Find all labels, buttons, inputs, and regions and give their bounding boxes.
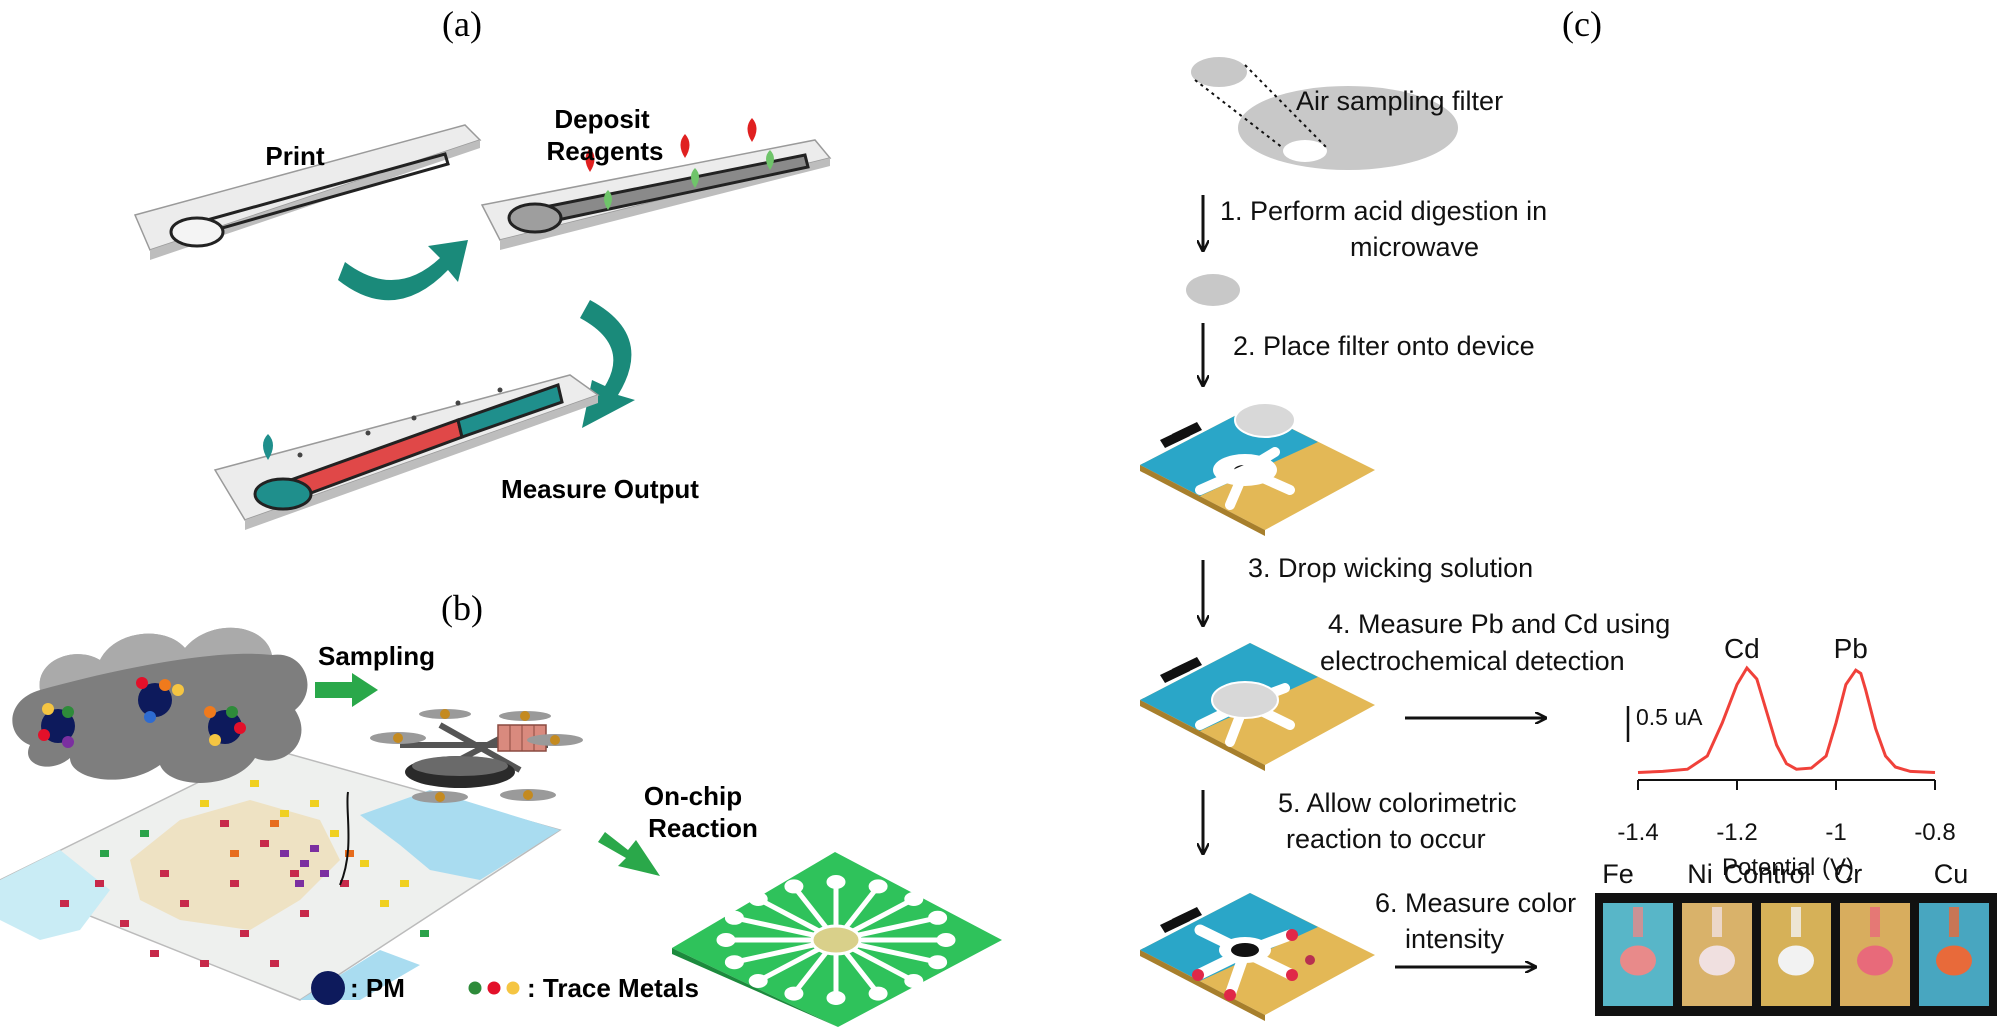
chart-x-tick-label: -0.8 xyxy=(1914,819,1955,846)
scale-bar-label: 0.5 uA xyxy=(1636,704,1703,730)
step1-line2: microwave xyxy=(1350,232,1479,262)
chip-detection-zone xyxy=(928,910,948,925)
chip-detection-zone xyxy=(748,891,768,906)
swatch-label: Cu xyxy=(1934,859,1969,889)
chip-detection-zone xyxy=(826,875,846,889)
chip-detection-zone xyxy=(748,974,768,989)
reagent-drop-icon xyxy=(691,168,699,188)
chip-detection-zone xyxy=(936,933,956,947)
reagent-drop-icon xyxy=(585,148,595,172)
swatch-spot xyxy=(1936,945,1972,976)
paper-device xyxy=(1140,402,1375,536)
print-plate xyxy=(133,124,482,260)
legend: : PM : Trace Metals xyxy=(311,971,699,1005)
measure-plate xyxy=(213,374,600,530)
measure-label: Measure Output xyxy=(501,474,699,504)
chip-detection-zone xyxy=(904,891,924,906)
step5-line2: reaction to occur xyxy=(1286,824,1486,854)
legend-metals-label: : Trace Metals xyxy=(527,973,699,1003)
swatch-spot xyxy=(1620,945,1656,976)
paper-device xyxy=(1140,643,1375,771)
digested-filter-icon xyxy=(1186,274,1240,306)
step2: 2. Place filter onto device xyxy=(1233,331,1535,361)
air-filter-icon xyxy=(1191,57,1458,170)
deposit-label-2: Reagents xyxy=(546,136,663,166)
panel-b-label: (b) xyxy=(441,588,483,628)
deposit-plate xyxy=(480,118,832,250)
sampling-label: Sampling xyxy=(318,641,435,671)
chip-detection-zone xyxy=(724,910,744,925)
legend-pm-label: : PM xyxy=(350,973,405,1003)
step4-line1: 4. Measure Pb and Cd using xyxy=(1328,609,1670,639)
chart-series-trace xyxy=(1637,665,1936,774)
chart-x-tick-label: -1 xyxy=(1825,819,1846,846)
swatch-label: Fe xyxy=(1602,859,1634,889)
swatch-label: Cr xyxy=(1834,859,1863,889)
chart-x-tick-label: -1.2 xyxy=(1716,819,1757,846)
drone-icon xyxy=(339,709,583,886)
process-arrow-icon xyxy=(338,240,468,301)
chart-x-tick-label: -1.4 xyxy=(1617,819,1658,846)
reagent-drop-icon xyxy=(766,150,774,170)
panel-a-label: (a) xyxy=(442,4,482,44)
step5-line1: 5. Allow colorimetric xyxy=(1278,788,1517,818)
sample-drop-icon xyxy=(263,434,273,460)
reagent-drop-icon xyxy=(680,134,690,158)
panel-c-label: (c) xyxy=(1562,4,1602,44)
color-swatches: Fe Ni Control Cr Cu xyxy=(1595,859,1997,1016)
onchip-arrow-icon xyxy=(598,832,660,876)
legend-pm-swatch xyxy=(311,971,345,1005)
panel-b: (b) xyxy=(0,588,1002,1027)
swatch-label: Control xyxy=(1723,859,1810,889)
chip-detection-zone xyxy=(716,933,736,947)
reagent-drop-icon xyxy=(604,190,612,210)
print-label: Print xyxy=(265,141,325,171)
onchip-device xyxy=(672,852,1002,1027)
swatch-label: Ni xyxy=(1687,859,1713,889)
chip-detection-zone xyxy=(784,986,804,1001)
chip-detection-zone xyxy=(868,986,888,1001)
filter-label: Air sampling filter xyxy=(1296,86,1503,116)
chip-detection-zone xyxy=(826,991,846,1005)
panel-c: (c) Air sampling filter 1. Perform acid … xyxy=(1140,4,1997,1021)
process-arrow-icon xyxy=(580,300,635,428)
chip-detection-zone xyxy=(928,955,948,970)
map-markers xyxy=(60,820,349,967)
chip-detection-zone xyxy=(784,879,804,894)
swatch-spot xyxy=(1699,945,1735,976)
voltammogram-chart: -1.4 -1.2 -1 -0.8 Cd Pb 0.5 uA Potential (V) xyxy=(1617,633,1955,881)
step6-line1: 6. Measure color xyxy=(1375,888,1576,918)
pm-map xyxy=(0,747,562,1001)
onchip-label-1: On-chip xyxy=(644,781,742,811)
reagent-drop-icon xyxy=(747,118,757,142)
step1-line1: 1. Perform acid digestion in xyxy=(1220,196,1547,226)
chart-peak-label: Pb xyxy=(1834,633,1868,664)
chip-detection-zone xyxy=(868,879,888,894)
chart-xlabel: Potential (V) xyxy=(1722,854,1854,881)
swatch-spot xyxy=(1857,945,1893,976)
step4-line2: electrochemical detection xyxy=(1320,646,1625,676)
chip-detection-zone xyxy=(904,974,924,989)
step3: 3. Drop wicking solution xyxy=(1248,553,1533,583)
chip-detection-zone xyxy=(724,955,744,970)
pm-particle-cluster xyxy=(38,677,246,748)
panel-a: (a) Print Deposit Reagents xyxy=(133,4,832,530)
step6-line2: intensity xyxy=(1405,924,1505,954)
onchip-label-2: Reaction xyxy=(648,813,758,843)
swatch-spot xyxy=(1778,945,1814,976)
sampling-arrow-icon xyxy=(315,673,378,707)
deposit-label-1: Deposit xyxy=(554,104,650,134)
paper-device xyxy=(1140,893,1375,1021)
chart-peak-label: Cd xyxy=(1724,633,1760,664)
